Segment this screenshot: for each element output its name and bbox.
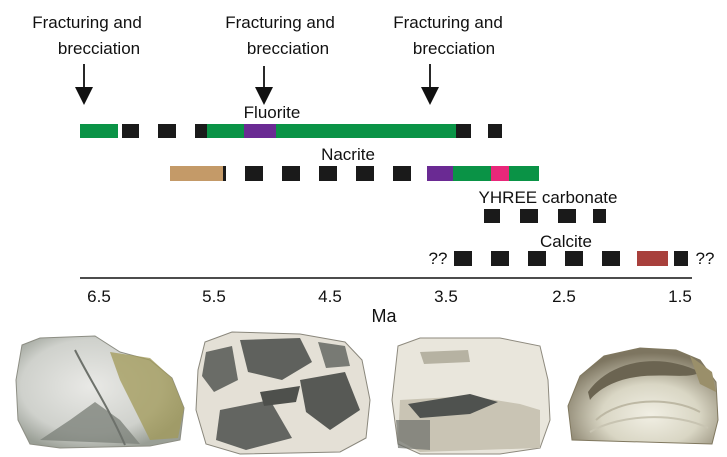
unknown-mark-right: ?? xyxy=(696,249,715,268)
event-label-line2: brecciation xyxy=(58,39,140,58)
mineral-label-nacrite: Nacrite xyxy=(321,145,375,164)
calcite-dash xyxy=(528,251,546,266)
yhree-dash xyxy=(520,209,538,223)
nacrite-dash xyxy=(282,166,300,181)
fluorite-dash xyxy=(122,124,139,138)
fluorite-dash xyxy=(158,124,176,138)
fluorite-dash xyxy=(456,124,471,138)
sample-photo-4 xyxy=(567,347,719,445)
yhree-carbonate-row: YHREE carbonate xyxy=(479,188,618,223)
fluorite-bar-early xyxy=(80,124,118,138)
event-label-line1: Fracturing and xyxy=(225,13,335,32)
nacrite-bar-purple xyxy=(427,166,453,181)
nacrite-dash xyxy=(319,166,337,181)
axis-tick-label: 6.5 xyxy=(87,287,111,306)
mineral-label-calcite: Calcite xyxy=(540,232,592,251)
calcite-dash xyxy=(674,251,688,266)
calcite-bar-red xyxy=(637,251,668,266)
calcite-row: Calcite ?? ?? xyxy=(429,232,715,268)
time-axis: 6.5 5.5 4.5 3.5 2.5 1.5 Ma xyxy=(80,277,692,326)
nacrite-dash xyxy=(245,166,263,181)
fluorite-bar-purple xyxy=(244,124,276,138)
event-fracturing-2: Fracturing and brecciation xyxy=(225,13,335,105)
nacrite-dash xyxy=(356,166,374,181)
nacrite-row: Nacrite xyxy=(170,145,539,181)
axis-tick-label: 4.5 xyxy=(318,287,342,306)
nacrite-bar-green xyxy=(509,166,539,181)
event-fracturing-3: Fracturing and brecciation xyxy=(393,13,503,105)
axis-tick-label: 2.5 xyxy=(552,287,576,306)
calcite-dash xyxy=(491,251,509,266)
event-label-line1: Fracturing and xyxy=(393,13,503,32)
nacrite-bar-green xyxy=(453,166,491,181)
fluorite-bar-main xyxy=(207,124,244,138)
fluorite-row: Fluorite xyxy=(80,103,502,138)
nacrite-dash xyxy=(393,166,411,181)
nacrite-bar-pink xyxy=(491,166,509,181)
event-label-line2: brecciation xyxy=(413,39,495,58)
mineral-label-fluorite: Fluorite xyxy=(244,103,301,122)
calcite-dash xyxy=(454,251,472,266)
yhree-dash xyxy=(593,209,606,223)
nacrite-dash xyxy=(223,166,226,181)
event-label-line1: Fracturing and xyxy=(32,13,142,32)
unknown-mark-left: ?? xyxy=(429,249,448,268)
axis-tick-label: 1.5 xyxy=(668,287,692,306)
fluorite-bar-main xyxy=(276,124,456,138)
calcite-dash xyxy=(565,251,583,266)
fluorite-dash xyxy=(488,124,502,138)
sample-photo-2 xyxy=(195,331,371,455)
nacrite-bar-tan xyxy=(170,166,223,181)
axis-tick-label: 3.5 xyxy=(434,287,458,306)
event-label-line2: brecciation xyxy=(247,39,329,58)
sample-photo-3 xyxy=(391,337,551,455)
axis-title: Ma xyxy=(371,306,397,326)
yhree-dash xyxy=(558,209,576,223)
event-fracturing-1: Fracturing and brecciation xyxy=(32,13,142,105)
calcite-dash xyxy=(602,251,620,266)
sample-photo-1 xyxy=(15,335,185,449)
fluorite-dash xyxy=(195,124,207,138)
yhree-dash xyxy=(484,209,500,223)
axis-tick-label: 5.5 xyxy=(202,287,226,306)
mineral-label-yhree-carbonate: YHREE carbonate xyxy=(479,188,618,207)
